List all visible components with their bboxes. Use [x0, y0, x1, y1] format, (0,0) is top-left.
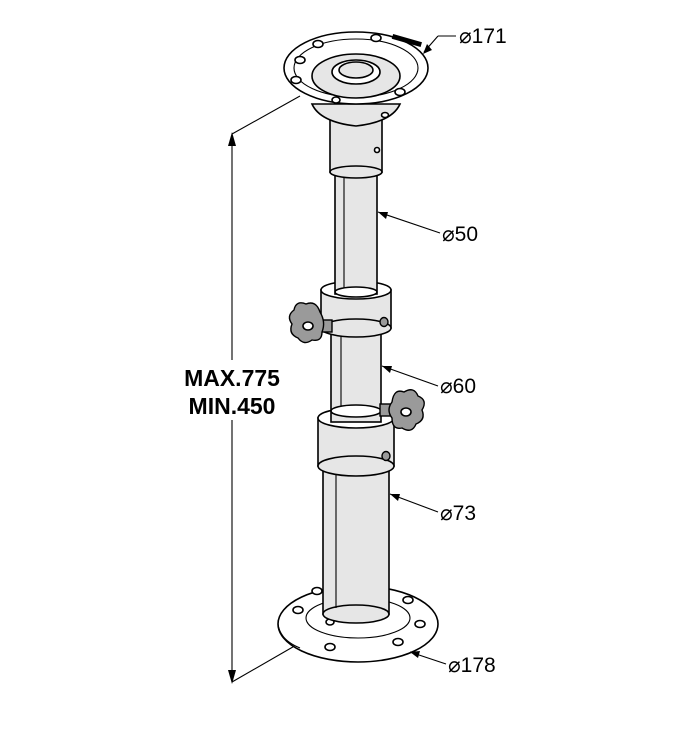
flange-screw-icon [331, 96, 341, 104]
leader-top-plate-arrow [423, 44, 432, 54]
lower-collar-bottom [317, 455, 395, 477]
height-extension-bottom [231, 643, 299, 683]
flange-hole-icon [394, 87, 406, 97]
base-hole-icon [311, 586, 323, 596]
leader-upper-tube-arrow [378, 212, 388, 219]
top-sleeve-body [329, 119, 383, 173]
upper-tube [334, 167, 378, 298]
dim-base-plate-label: ⌀178 [448, 654, 496, 677]
height-extension-top [231, 95, 301, 135]
base-hole-icon [324, 642, 336, 652]
lower-tube [322, 461, 390, 624]
lower-tube-body [322, 461, 390, 615]
upper-tube-bottom [334, 286, 378, 298]
dim-lower-tube-label: ⌀73 [440, 502, 476, 525]
flange-hole-icon [312, 39, 324, 49]
base-hole-icon [292, 605, 304, 615]
top-flange-skirt [310, 103, 402, 127]
dim-middle-tube-label: ⌀60 [440, 375, 476, 398]
dim-upper-tube-label: ⌀50 [442, 223, 478, 246]
flange-hole-icon [290, 75, 302, 85]
flange-logo-mark [391, 33, 422, 48]
height-arrow-top [228, 132, 236, 146]
upper-knob [288, 302, 333, 344]
flange-hole-icon [294, 55, 306, 65]
lower-tube-foot [322, 604, 390, 624]
top-sleeve-pin-icon [373, 146, 381, 154]
upper-tube-body [334, 167, 378, 295]
top-flange [283, 31, 429, 127]
leader-upper-tube [377, 211, 441, 234]
base-plate [277, 585, 439, 663]
leader-base-plate-arrow [410, 651, 420, 658]
flange-hole-icon [370, 33, 382, 43]
upper-collar-bolt-icon [379, 316, 389, 328]
base-plate-edge [277, 623, 301, 649]
leader-middle-tube [381, 365, 439, 387]
flange-screw-icon [380, 111, 390, 119]
middle-tube [330, 321, 382, 423]
height-label-backdrop [168, 360, 296, 420]
height-arrow-bottom [228, 670, 236, 684]
dimension-leaders: ⌀171 ⌀50 ⌀60 ⌀73 ⌀178 [377, 25, 507, 677]
middle-tube-bottom [330, 404, 382, 418]
base-hole-icon [402, 595, 414, 605]
top-sleeve-bottom [329, 165, 383, 179]
height-max-label: MAX.775 [184, 365, 280, 391]
height-min-label: MIN.450 [189, 393, 276, 419]
leader-lower-tube-arrow [390, 494, 400, 501]
lower-knob-center [400, 407, 412, 417]
top-sleeve [329, 119, 383, 179]
base-hole-icon [414, 619, 426, 629]
upper-knob-center [302, 321, 314, 331]
height-dimension: MAX.775 MIN.450 [168, 95, 301, 684]
lower-knob [379, 389, 425, 431]
top-bore-inner [338, 61, 374, 79]
leader-middle-tube-arrow [382, 366, 392, 373]
lower-collar-bolt-icon [381, 450, 391, 462]
dim-top-plate-label: ⌀171 [459, 25, 507, 48]
base-hole-icon [392, 637, 404, 647]
